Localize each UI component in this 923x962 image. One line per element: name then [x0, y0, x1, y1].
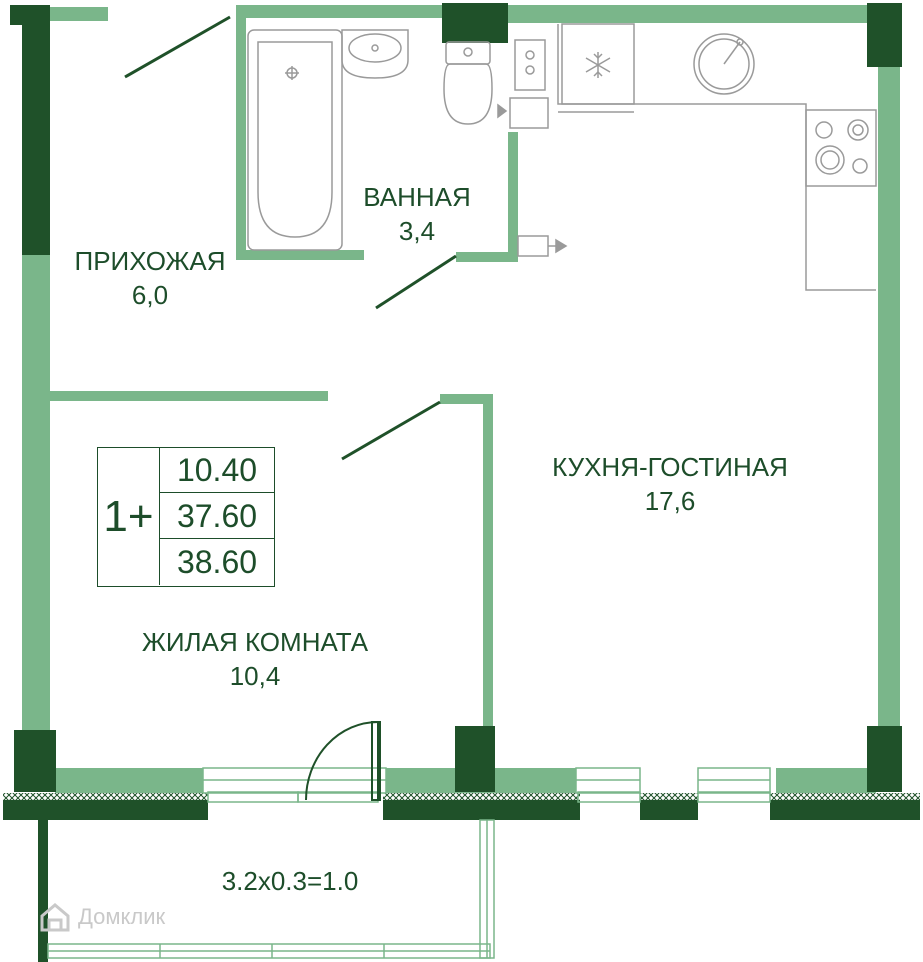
fridge-icon [585, 52, 611, 78]
room-label-hallway: ПРИХОЖАЯ 6,0 [70, 244, 230, 312]
walls-light [22, 5, 900, 793]
sink-icon [341, 29, 409, 79]
toilet-icon [443, 41, 493, 125]
rooms-count: 1+ [98, 448, 160, 585]
watermark-text: Домклик [78, 904, 166, 929]
room-name: ЖИЛАЯ КОМНАТА [141, 627, 369, 657]
room-name: КУХНЯ-ГОСТИНАЯ [552, 452, 788, 482]
walls-dark [3, 3, 920, 962]
room-name: ВАННАЯ [363, 182, 471, 212]
room-area: 10,4 [229, 661, 281, 691]
radiator-valve-icon [517, 235, 568, 257]
total-area-value: 37.60 [160, 494, 274, 539]
kitchen-counter [557, 23, 876, 291]
slab-edge-hatching [3, 793, 920, 801]
sink-round-icon [693, 33, 755, 95]
stove-icon [805, 109, 877, 187]
domclick-house-icon [40, 903, 70, 932]
balcony-door [305, 721, 381, 801]
balcony-area-label: 3.2x0.3=1.0 [221, 866, 359, 896]
doors [124, 15, 457, 461]
windows [202, 767, 771, 803]
room-area: 17,6 [644, 486, 696, 516]
boiler-icon [497, 39, 549, 129]
room-area: 3,4 [398, 216, 436, 246]
watermark: Домклик [38, 900, 165, 934]
living-area-value: 10.40 [160, 448, 274, 493]
bathtub-icon [247, 29, 343, 251]
room-name: ПРИХОЖАЯ [74, 246, 226, 276]
room-label-living-room: ЖИЛАЯ КОМНАТА 10,4 [130, 625, 380, 693]
area-spec-table: 1+ 10.40 37.60 38.60 [97, 447, 275, 587]
balcony-outline [47, 819, 495, 959]
room-area: 6,0 [131, 280, 169, 310]
room-label-bathroom: ВАННАЯ 3,4 [352, 180, 482, 248]
total-with-balcony-value: 38.60 [176, 544, 258, 580]
room-label-kitchen-living: КУХНЯ-ГОСТИНАЯ 17,6 [540, 450, 800, 518]
